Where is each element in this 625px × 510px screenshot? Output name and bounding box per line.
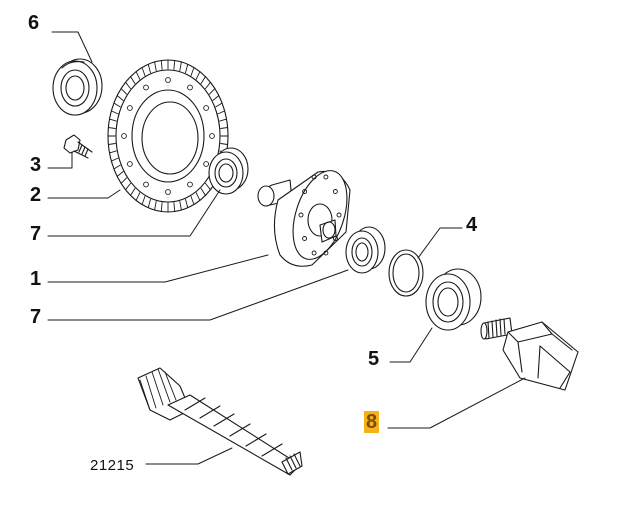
oil-seal-part-5-icon[interactable] (425, 268, 482, 331)
pinion-shaft-21215-icon[interactable] (137, 367, 303, 476)
callout-7-lower[interactable]: 7 (30, 306, 42, 328)
shim-ring-part-4-icon[interactable] (388, 249, 424, 297)
leader-4 (417, 227, 463, 259)
leader-1 (47, 254, 269, 283)
callout-7-upper[interactable]: 7 (30, 223, 42, 245)
bearing-part-7-lower-icon[interactable] (345, 226, 386, 274)
callout-1[interactable]: 1 (30, 268, 42, 290)
ring-gear-part-2-icon[interactable] (107, 59, 229, 213)
callout-21215[interactable]: 21215 (90, 457, 135, 474)
callout-6[interactable]: 6 (28, 12, 40, 34)
differential-case-part-1-icon[interactable] (257, 164, 357, 267)
leader-5 (389, 327, 433, 363)
drive-shaft-part-8-icon[interactable] (480, 317, 579, 391)
leader-2 (47, 189, 121, 199)
leader-7-upper (47, 189, 221, 237)
callout-2[interactable]: 2 (30, 184, 42, 206)
callout-3[interactable]: 3 (30, 154, 42, 176)
callout-4[interactable]: 4 (466, 214, 478, 236)
callout-8-highlighted[interactable]: 8 (364, 411, 380, 433)
leader-3 (47, 151, 73, 169)
bolt-part-3-icon[interactable] (63, 134, 93, 159)
leader-6 (51, 31, 93, 63)
bearing-part-7-upper-icon[interactable] (208, 147, 249, 195)
seal-part-6-icon[interactable] (52, 58, 103, 116)
leader-7-lower (47, 269, 349, 321)
leader-21215 (145, 447, 233, 465)
leader-lines (47, 31, 526, 465)
leader-8 (387, 377, 526, 429)
callout-5[interactable]: 5 (368, 348, 380, 370)
